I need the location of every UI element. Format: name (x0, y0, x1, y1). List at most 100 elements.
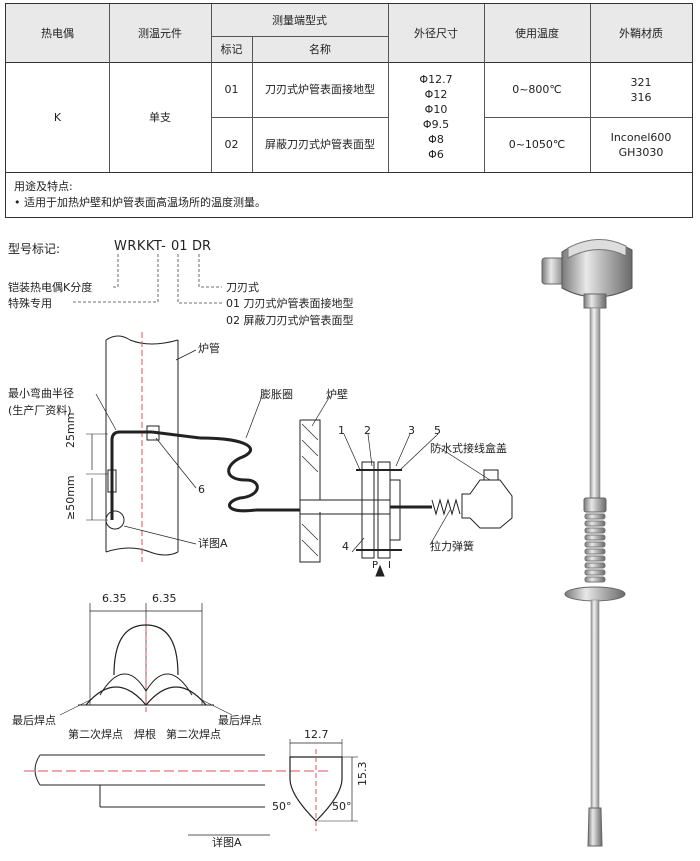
spec-table: 热电偶 测温元件 测量端型式 标记 名称 外径尺寸 使用温度 外鞘材质 K 单支… (5, 3, 693, 218)
installation-drawing (86, 332, 513, 577)
leader-type (177, 254, 222, 304)
cell-sheath-01: 321 316 (630, 75, 652, 104)
spring-drawing (431, 498, 461, 516)
model-left-label-2: 特殊专用 (8, 297, 52, 310)
header-divider (6, 62, 692, 63)
cell-name-01: 刀刃式炉管表面接地型 (265, 83, 375, 96)
label-detail-a: 详图A (198, 537, 228, 550)
model-code-prefix: WRKKT- (114, 239, 167, 254)
weld-last-point-left: 最后焊点 (12, 714, 56, 727)
tube-clamp (146, 425, 160, 441)
weld-second-right: 第二次焊点 (166, 728, 221, 741)
header-sheath: 外鞘材质 (619, 26, 663, 40)
label-n1: 1 (338, 424, 345, 437)
header-code: 标记 (220, 42, 243, 56)
row-divider-mid (211, 117, 388, 118)
header-measure-end: 测量端型式 (272, 13, 327, 27)
leader-blade (198, 254, 222, 288)
sheath-lower (590, 599, 600, 809)
flange-plate-1 (361, 461, 375, 559)
cable-gland (483, 469, 499, 481)
label-mark-p: P (372, 560, 379, 571)
detail-a-drawing (24, 739, 358, 836)
header-name: 名称 (309, 42, 331, 56)
tension-spring (584, 513, 606, 583)
cell-temp-02: 0~1050℃ (508, 138, 566, 151)
leader-5 (399, 433, 439, 471)
weld-dim-left: 6.35 (102, 592, 127, 605)
vline-2 (211, 4, 212, 172)
expansion-coil (199, 436, 259, 513)
detail-angle-right: 50° (332, 800, 352, 813)
flange (564, 586, 626, 602)
header-temp: 使用温度 (515, 26, 559, 40)
vline-4 (388, 4, 389, 172)
product-photo (541, 239, 633, 847)
model-code-mid: 01 (171, 239, 188, 254)
table-header-bg (6, 4, 692, 62)
label-dim-25: 25mm (64, 412, 77, 448)
vline-1 (109, 4, 110, 172)
label-junction-box: 防水式接线盒盖 (430, 442, 507, 455)
wall-hatch (301, 423, 319, 557)
label-min-bend: 最小弯曲半径 (8, 387, 74, 400)
label-mark-i: I (388, 560, 391, 571)
weld-second-left: 第二次焊点 (68, 728, 123, 741)
label-n2: 2 (364, 424, 371, 437)
cell-code-01: 01 (224, 83, 239, 96)
model-left-label-1: 铠装热电偶K分度 (8, 281, 93, 294)
furnace-tube-bottom (105, 547, 179, 556)
detail-angle-left: 50° (272, 800, 292, 813)
weld-clip (107, 469, 117, 493)
junction-box-drawing (461, 479, 513, 529)
detail-caption: 详图A (212, 836, 242, 849)
wall-sleeve (299, 499, 391, 515)
cell-element: 单支 (149, 110, 171, 124)
label-n3: 3 (408, 424, 415, 437)
leader-junction (439, 447, 491, 481)
leader-wall (311, 395, 331, 427)
weld-second-beads (99, 673, 193, 696)
pipe-end (34, 754, 41, 786)
label-spring: 拉力弹簧 (430, 540, 474, 553)
leader-6 (155, 437, 197, 489)
usage-divider (6, 172, 692, 173)
junction-box-head (541, 239, 633, 309)
spring-clamp (583, 497, 607, 513)
blade-section (289, 756, 343, 822)
model-right-label-3: 02 屏蔽刀刃式炉管表面型 (226, 314, 354, 327)
weld-last-point-right: 最后焊点 (218, 714, 262, 727)
leader-2 (367, 433, 373, 467)
label-min-bend-note: (生产厂资料) (8, 404, 72, 417)
leader-spring (429, 509, 451, 546)
furnace-tube-top (105, 335, 179, 345)
cell-temp-01: 0~800℃ (512, 83, 562, 96)
leader-last-l (59, 698, 93, 716)
vline-3 (252, 36, 253, 172)
header-diameter: 外径尺寸 (414, 26, 458, 40)
furnace-wall-outline (299, 420, 321, 563)
weld-profile (113, 624, 179, 676)
model-right-label-1: 刀刃式 (226, 281, 259, 294)
weld-root: 焊根 (134, 728, 156, 741)
cell-code-02: 02 (224, 138, 239, 151)
vline-6 (590, 4, 591, 172)
leader-furnace-tube (175, 349, 197, 361)
usage-title: 用途及特点: (14, 180, 73, 193)
detail-height: 15.3 (356, 761, 369, 787)
flange-plate-3 (389, 479, 401, 541)
leader-expansion (245, 395, 263, 439)
leader-1 (343, 433, 361, 471)
label-n4: 4 (342, 540, 349, 553)
cell-sheath-02: Inconel600 GH3030 (610, 130, 672, 159)
leader-last-r (199, 698, 233, 716)
usage-text: • 适用于加热炉壁和炉管表面高温场所的温度测量。 (14, 196, 266, 209)
row-divider-right (484, 117, 692, 118)
weld-drawing (59, 603, 233, 716)
label-6: 6 (198, 483, 205, 496)
detail-a-circle (105, 510, 125, 530)
label-furnace-wall: 炉壁 (326, 388, 348, 401)
leader-3 (395, 433, 411, 467)
header-element: 测温元件 (138, 26, 182, 40)
